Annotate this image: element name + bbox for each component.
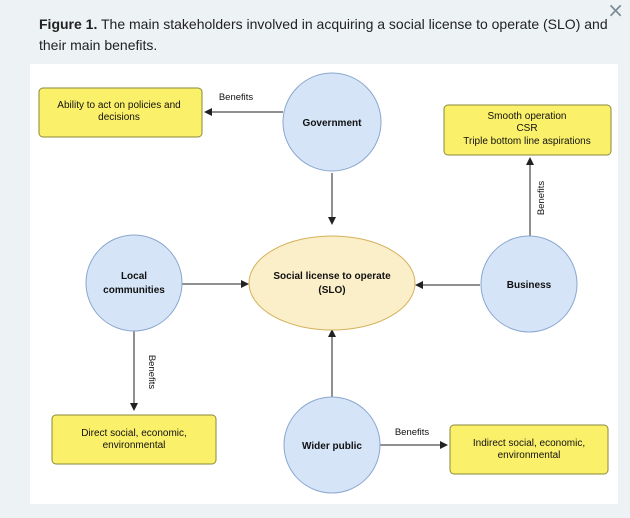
- node-business: [480, 235, 578, 333]
- edge-label-local: Benefits: [146, 355, 157, 390]
- node-wider-public: [283, 396, 381, 494]
- box-government-benefit-line2: decisions: [98, 112, 140, 123]
- node-local-label-line2: communities: [103, 285, 165, 296]
- node-business-label: Business: [507, 280, 552, 291]
- node-slo-label-line2: (SLO): [318, 285, 345, 296]
- node-local-label-line1: Local: [121, 271, 147, 282]
- figure-caption-text: The main stakeholders involved in acquir…: [39, 16, 608, 53]
- edge-label-government: Benefits: [219, 92, 254, 103]
- box-wider-benefit-line2: environmental: [498, 450, 561, 461]
- node-slo: [248, 235, 416, 331]
- box-wider-benefit-line1: Indirect social, economic,: [473, 438, 585, 449]
- box-wider-benefit: [449, 424, 609, 475]
- close-icon[interactable]: ×: [607, 0, 624, 22]
- box-business-benefit: [443, 104, 612, 156]
- edge-label-business: Benefits: [536, 181, 547, 216]
- box-business-benefit-line3: Triple bottom line aspirations: [463, 136, 590, 147]
- node-government-label: Government: [303, 118, 363, 129]
- box-business-benefit-line2: CSR: [516, 123, 537, 134]
- node-slo-label-line1: Social license to operate: [273, 271, 391, 282]
- figure-label: Figure 1.: [39, 16, 98, 32]
- box-local-benefit-line1: Direct social, economic,: [81, 428, 187, 439]
- stakeholder-diagram: Benefits Benefits Benefits Benefits Gove…: [38, 72, 612, 494]
- node-local-communities: [85, 234, 183, 332]
- edge-label-wider: Benefits: [395, 427, 430, 438]
- box-government-benefit-line1: Ability to act on policies and: [57, 100, 180, 111]
- box-government-benefit: [38, 87, 203, 138]
- box-local-benefit-line2: environmental: [103, 440, 166, 451]
- diagram-canvas: Benefits Benefits Benefits Benefits Gove…: [30, 64, 618, 504]
- figure-caption: Figure 1. The main stakeholders involved…: [39, 14, 609, 56]
- node-wider-label: Wider public: [302, 441, 362, 452]
- node-government: [282, 72, 382, 172]
- box-local-benefit: [51, 414, 217, 465]
- box-business-benefit-line1: Smooth operation: [488, 111, 567, 122]
